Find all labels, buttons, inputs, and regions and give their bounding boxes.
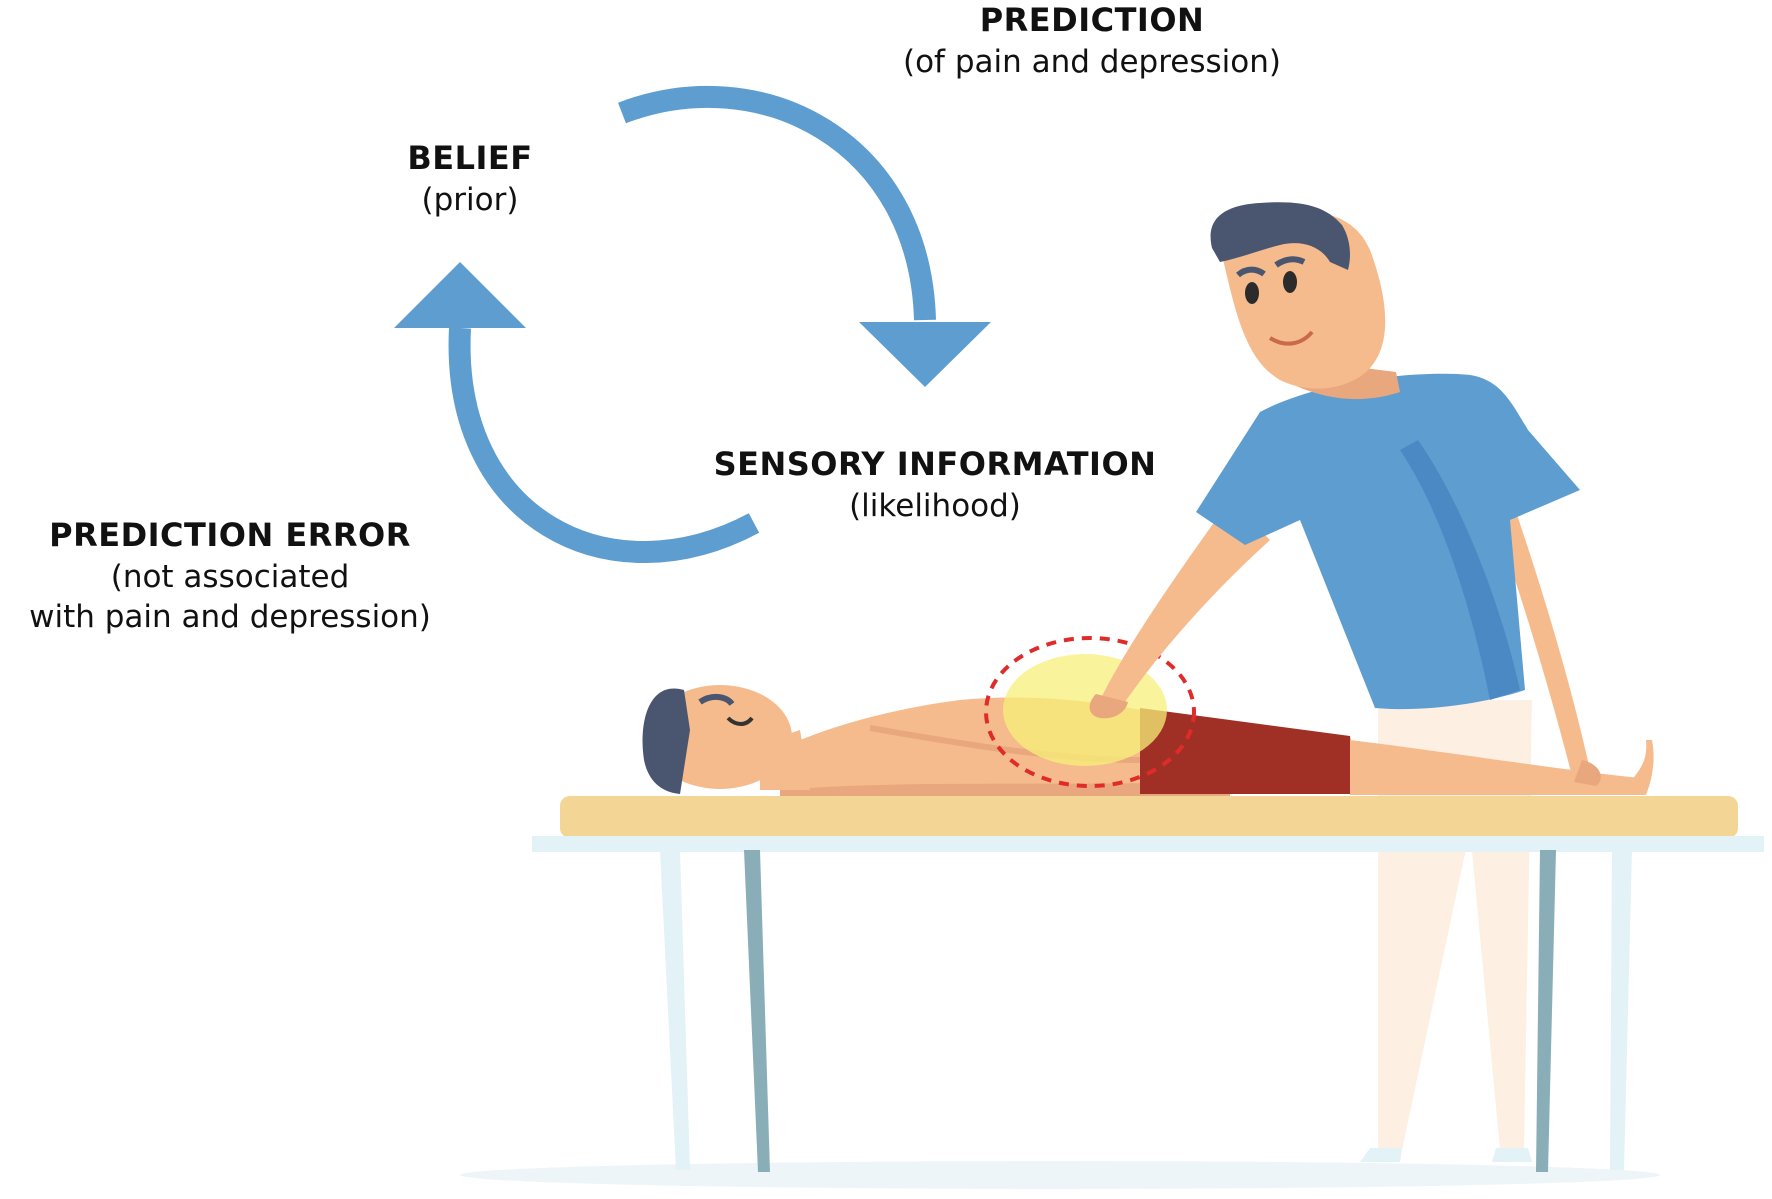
therapist-ear [1334,265,1362,305]
error-arc [448,327,760,564]
table-leg [744,850,770,1172]
therapist-eye-icon [1245,282,1259,304]
therapist-arm [1100,500,1270,712]
therapist [1089,202,1601,786]
label-prediction-error: PREDICTION ERROR (not associated with pa… [0,515,460,637]
label-prediction: PREDICTION (of pain and depression) [862,0,1322,82]
patient-eye-icon [726,716,754,726]
dashed-circle-icon [984,636,1196,788]
sensory-heading: SENSORY INFORMATION [713,445,1157,483]
patient-foot [1630,740,1654,795]
therapist-hand [1089,694,1128,719]
patient-hair [642,688,690,794]
patient-eyebrow [698,694,735,707]
therapist-eye-icon [1283,271,1297,293]
patient-legs [1350,740,1640,795]
sensory-subheading: (likelihood) [849,487,1021,524]
label-belief: BELIEF (prior) [330,138,610,220]
prediction-arrowhead [859,322,991,387]
table-legs-back [660,850,1632,1170]
circular-arrows-icon [394,85,991,564]
therapist-mouth [1268,330,1314,346]
table-frame [532,836,1764,852]
therapist-shirt-shade [1400,440,1520,700]
therapist-eyebrow [1236,266,1266,278]
belief-heading: BELIEF [407,139,533,177]
floor-shadow [460,1161,1660,1189]
pain-circle [984,636,1196,788]
massage-table [532,796,1764,1172]
prediction-error-heading: PREDICTION ERROR [49,516,411,554]
therapist-hair [1210,202,1350,270]
label-sensory: SENSORY INFORMATION (likelihood) [700,444,1170,526]
prediction-error-subheading-2: with pain and depression) [29,598,431,635]
table-leg [1536,850,1556,1172]
error-arrowhead [394,262,526,328]
prediction-heading: PREDICTION [979,1,1205,39]
table-top [560,796,1738,838]
belief-subheading: (prior) [421,181,519,218]
therapist-eyebrow [1274,256,1306,268]
patient-shorts [1140,708,1356,794]
prediction-arc [618,85,936,321]
prediction-error-subheading-1: (not associated [110,558,350,595]
prediction-subheading: (of pain and depression) [903,43,1281,80]
